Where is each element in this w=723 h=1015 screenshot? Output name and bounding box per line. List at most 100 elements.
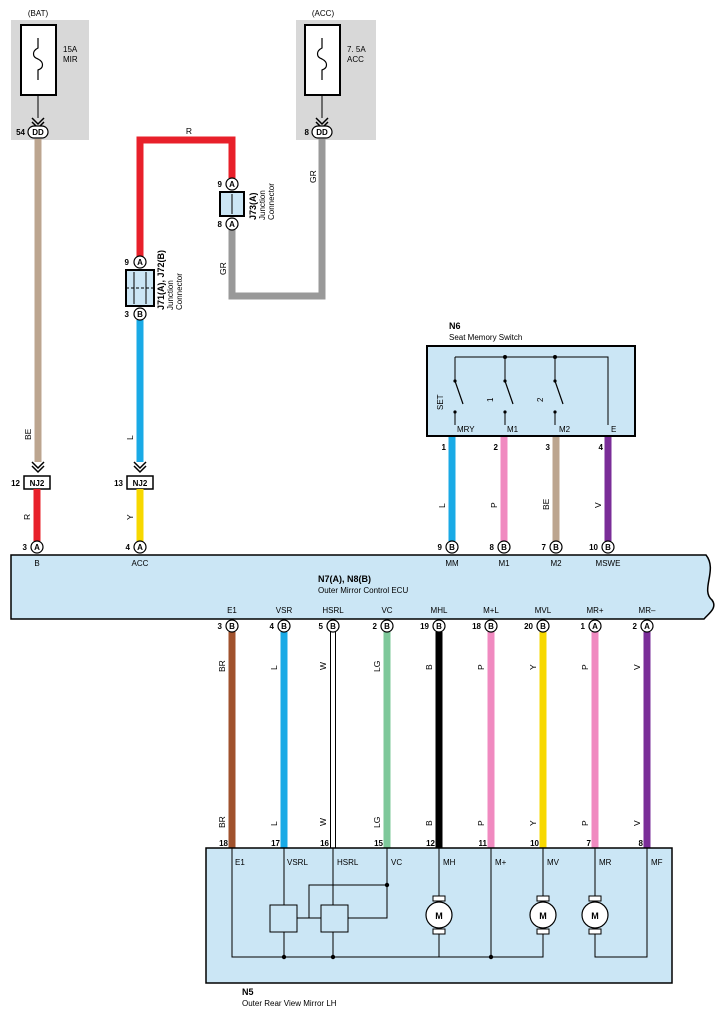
svg-text:B: B (553, 543, 559, 552)
svg-text:SET: SET (436, 394, 445, 410)
wire-r (136, 136, 236, 258)
svg-text:P: P (476, 664, 486, 670)
svg-text:19: 19 (420, 622, 429, 631)
ecu-terminal-mvl: MVL B 20 Y (524, 606, 552, 670)
seat-switch-name: Seat Memory Switch (449, 333, 522, 342)
svg-text:V: V (593, 502, 603, 508)
svg-text:HSRL: HSRL (337, 858, 359, 867)
svg-text:V: V (632, 664, 642, 670)
svg-text:NJ2: NJ2 (133, 479, 148, 488)
svg-text:B: B (605, 543, 611, 552)
svg-text:Connector: Connector (175, 273, 184, 310)
svg-text:18: 18 (219, 839, 228, 848)
svg-text:MRY: MRY (457, 425, 475, 434)
ecu-top-terminals: A 3 B A 4 ACC B 9 MM B 8 M1 B 7 M2 (23, 540, 620, 568)
svg-text:16: 16 (320, 839, 329, 848)
svg-text:W: W (318, 662, 328, 670)
svg-text:10: 10 (530, 839, 539, 848)
svg-text:Y: Y (528, 664, 538, 670)
connector-arrow-icon (133, 461, 147, 474)
ecu-terminal-vsr: VSR B 4 L (269, 606, 292, 670)
svg-text:9: 9 (438, 543, 443, 552)
svg-text:VSRL: VSRL (287, 858, 308, 867)
svg-text:Junction: Junction (166, 280, 175, 310)
seat-memory-switch: N6 Seat Memory Switch SET 1 2 MRY M1 M2 … (426, 321, 636, 541)
ecu-terminal-m-plus-l: M+L B 18 P (472, 606, 499, 670)
svg-text:M+: M+ (495, 858, 507, 867)
svg-text:1: 1 (442, 443, 447, 452)
svg-text:B: B (229, 622, 235, 631)
ecu-terminal-mr-minus: MR– A 2 V (632, 606, 656, 670)
svg-text:B: B (330, 622, 336, 631)
ecu-terminal-mm: B 9 MM (438, 540, 459, 568)
svg-text:2: 2 (536, 397, 545, 402)
mirror-id: N5 (242, 987, 254, 997)
svg-text:B: B (436, 622, 442, 631)
svg-text:9: 9 (218, 180, 223, 189)
upper-wires: BE R GR GR L (23, 126, 326, 462)
mirror-junction-dots (281, 882, 494, 960)
svg-text:VC: VC (391, 858, 402, 867)
svg-text:P: P (489, 502, 499, 508)
svg-text:8: 8 (490, 543, 495, 552)
svg-text:M1: M1 (507, 425, 519, 434)
svg-text:Connector: Connector (267, 183, 276, 220)
mirror-pins: 18 17 16 15 12 11 10 7 8 BR L W LG B P Y… (217, 816, 644, 848)
svg-text:3: 3 (218, 622, 223, 631)
svg-text:E: E (611, 425, 616, 434)
svg-text:4: 4 (270, 622, 275, 631)
svg-text:V: V (632, 820, 642, 826)
svg-text:MM: MM (445, 559, 459, 568)
ecu-terminal-mr-plus: MR+ A 1 P (580, 606, 604, 670)
svg-text:A: A (137, 543, 143, 552)
svg-text:Junction: Junction (258, 190, 267, 220)
svg-text:LG: LG (372, 661, 382, 672)
svg-text:2: 2 (494, 443, 499, 452)
svg-text:VC: VC (381, 606, 392, 615)
svg-text:8: 8 (218, 220, 223, 229)
svg-text:20: 20 (524, 622, 533, 631)
svg-text:A: A (34, 543, 40, 552)
svg-text:P: P (580, 820, 590, 826)
svg-text:3: 3 (23, 543, 28, 552)
wire-label-gr-2: GR (218, 262, 228, 275)
svg-text:P: P (476, 820, 486, 826)
svg-text:15: 15 (374, 839, 383, 848)
svg-text:5: 5 (319, 622, 324, 631)
svg-text:A: A (229, 220, 235, 229)
svg-text:Y: Y (125, 514, 135, 520)
svg-text:B: B (540, 622, 546, 631)
j71-name: J71(A), J72(B) (156, 250, 166, 310)
svg-text:A: A (229, 180, 235, 189)
svg-text:2: 2 (633, 622, 638, 631)
fuse-icon (32, 38, 44, 80)
fuse-acc-name: ACC (347, 55, 364, 64)
ecu-terminal-hsrl: HSRL B 5 W (318, 606, 344, 670)
wire-label-gr-1: GR (308, 170, 318, 183)
wire-label-r: R (186, 126, 192, 136)
ecu-terminal-vc: VC B 2 LG (372, 606, 394, 672)
nj2-connectors: NJ2 12 NJ2 13 R Y (11, 461, 154, 541)
svg-text:LG: LG (372, 817, 382, 828)
junction-j73: A 9 A 8 J73(A) Junction Connector (218, 177, 276, 231)
svg-text:18: 18 (472, 622, 481, 631)
ecu-terminal-acc: A 4 ACC (126, 540, 149, 568)
svg-text:4: 4 (126, 543, 131, 552)
mirror-name: Outer Rear View Mirror LH (242, 999, 337, 1008)
svg-text:B: B (384, 622, 390, 631)
svg-text:M1: M1 (498, 559, 510, 568)
svg-text:MR+: MR+ (586, 606, 603, 615)
svg-text:B: B (449, 543, 455, 552)
junction-j71-j72: A 9 B 3 J71(A), J72(B) Junction Connecto… (125, 250, 184, 321)
fuse-acc: (ACC) 7. 5A ACC DD 8 (296, 9, 376, 140)
svg-text:B: B (137, 310, 143, 319)
svg-text:12: 12 (426, 839, 435, 848)
svg-text:2: 2 (373, 622, 378, 631)
svg-text:HSRL: HSRL (322, 606, 344, 615)
svg-text:M+L: M+L (483, 606, 499, 615)
ecu-terminal-m2: B 7 M2 (542, 540, 563, 568)
lower-wires (228, 632, 651, 848)
mirror-block: N5 Outer Rear View Mirror LH 18 17 16 15… (205, 816, 673, 1008)
svg-text:MV: MV (547, 858, 560, 867)
